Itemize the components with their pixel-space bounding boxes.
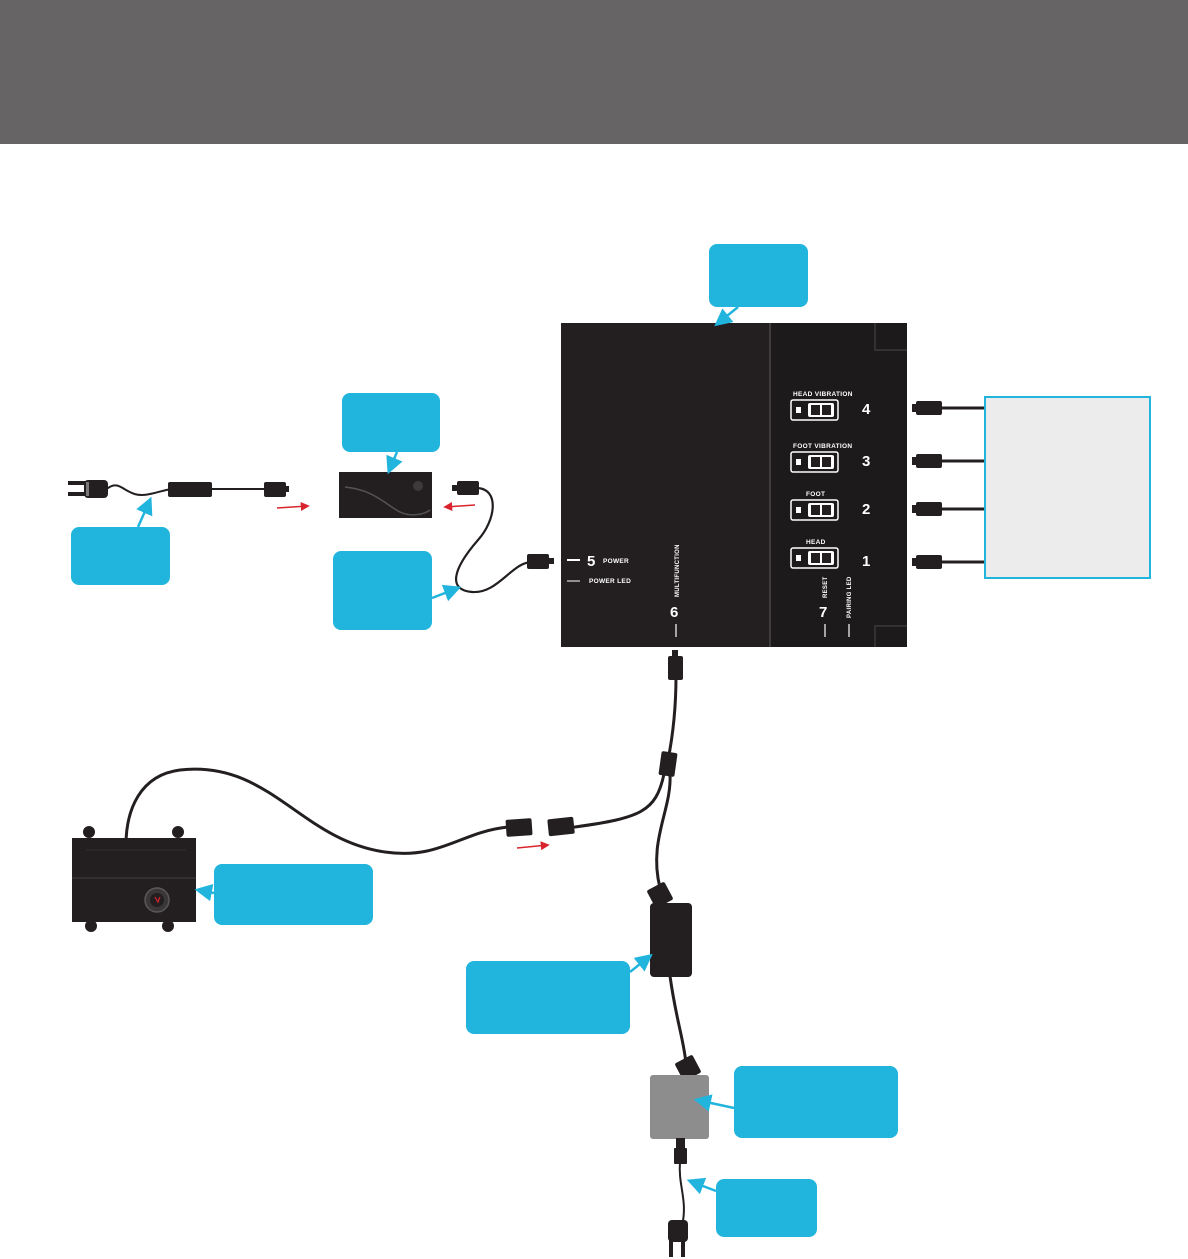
arrow-out-of-battery	[443, 502, 476, 512]
arrow-pump-connect	[516, 841, 550, 851]
port-4-number: 4	[862, 401, 871, 418]
port-1-label: HEAD	[806, 539, 826, 546]
adapter-branch-cable	[655, 772, 672, 890]
port-3-label: FOOT VIBRATION	[793, 443, 852, 450]
motor-panel	[984, 396, 1151, 579]
battery-cord-connector	[264, 482, 286, 497]
plug-cord	[107, 484, 173, 497]
red-arrows	[276, 501, 550, 851]
power-supply	[650, 903, 692, 977]
port-head	[790, 547, 839, 569]
pump-branch-cable	[573, 772, 666, 829]
multifunction-number: 6	[670, 604, 678, 621]
power-label: POWER	[603, 558, 629, 565]
power-led-label: POWER LED	[589, 578, 631, 585]
callout-wall-plug	[716, 1179, 817, 1237]
pump-connector-b	[547, 816, 575, 837]
port-2-number: 2	[862, 501, 870, 518]
motor-connector-3	[916, 454, 942, 468]
power-loop-cable	[455, 486, 534, 594]
power-port-connector	[527, 554, 549, 569]
callouts	[71, 244, 898, 1237]
control-box: HEAD VIBRATION 4 FOOT VIBRATION 3 FOOT 2…	[561, 323, 907, 647]
port-3-number: 3	[862, 453, 870, 470]
callout-battery	[342, 393, 440, 452]
reset-label: RESET	[823, 576, 829, 598]
callout-battery-cord	[71, 527, 170, 585]
plug-bottom	[668, 1220, 688, 1257]
port-1-number: 1	[862, 553, 870, 570]
port-foot-vibration	[790, 451, 839, 473]
callout-power-cable	[333, 551, 432, 630]
multifunction-cable	[666, 674, 678, 762]
callout-control-box	[709, 244, 808, 307]
motor-connector-1	[916, 555, 942, 569]
inline-switch	[168, 482, 212, 497]
wall-cord	[678, 1161, 685, 1227]
callout-pump	[214, 864, 373, 925]
wall-adapter	[650, 1075, 709, 1139]
power-number: 5	[587, 553, 595, 570]
pump-connector-a	[505, 818, 533, 837]
port-head-vibration	[790, 399, 839, 421]
adapter-cable	[668, 974, 688, 1066]
callout-power-supply	[466, 961, 630, 1034]
reset-number: 7	[819, 604, 827, 621]
plug-left	[68, 480, 108, 498]
callout-pointers	[136, 306, 739, 1195]
connectors	[168, 401, 942, 1164]
callout-wall-adapter	[734, 1066, 898, 1138]
pump-cable	[124, 767, 510, 855]
port-2-label: FOOT	[806, 491, 825, 498]
motor-connector-2	[916, 502, 942, 516]
battery-output-connector	[457, 481, 479, 495]
multifunction-connector	[668, 656, 683, 680]
multifunction-label: MULTIFUNCTION	[675, 544, 681, 597]
battery-backup	[339, 472, 432, 518]
header-bar	[0, 0, 1188, 144]
motor-connector-4	[916, 401, 942, 415]
arrow-into-battery	[276, 501, 310, 511]
cables	[107, 406, 987, 1227]
pump-unit	[72, 826, 196, 932]
port-foot	[790, 499, 839, 521]
pairing-led-label: PAIRING LED	[847, 576, 853, 618]
splitter-junction	[658, 751, 678, 777]
port-4-label: HEAD VIBRATION	[793, 391, 853, 398]
